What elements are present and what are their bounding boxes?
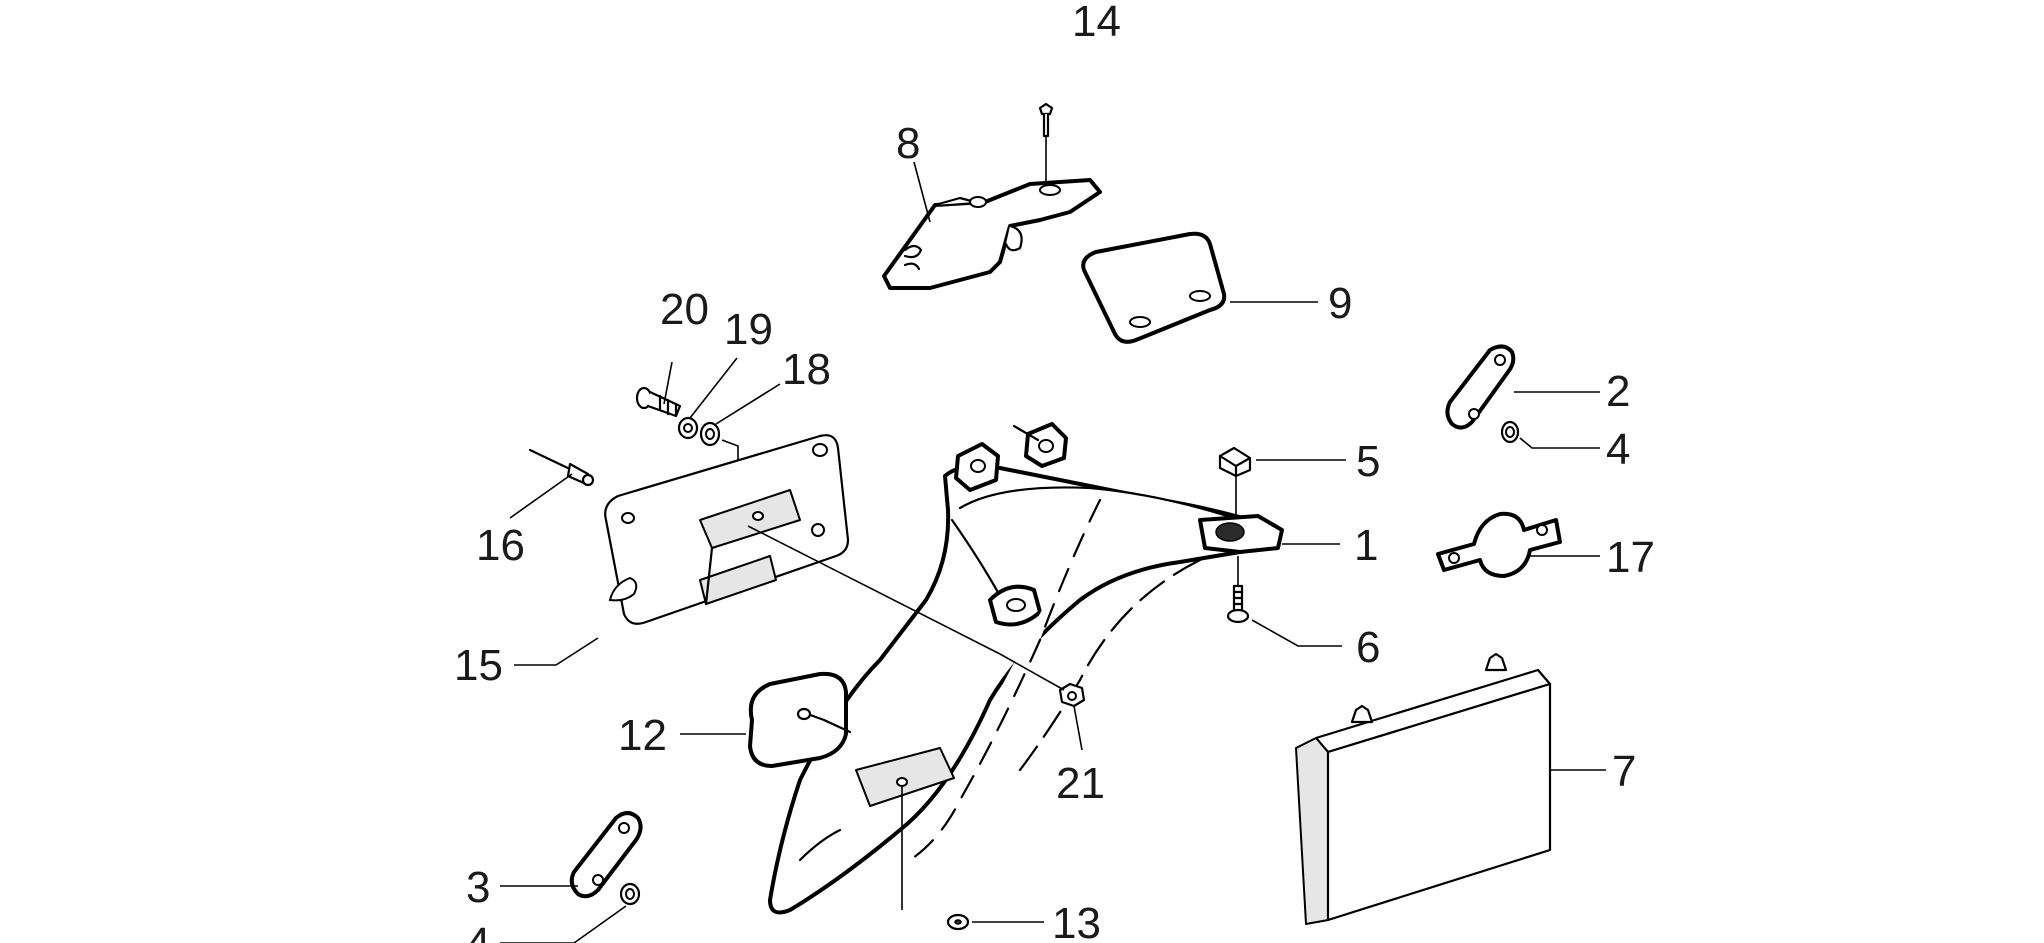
callout-12: 12 [618,711,667,760]
callout-9: 9 [1328,279,1352,328]
callout-15: 15 [454,641,503,690]
callout-6: 6 [1356,623,1380,672]
callout-13: 13 [1052,899,1101,943]
callout-17: 17 [1606,533,1655,582]
part-link-3 [569,811,643,899]
part-plate-holder-15 [604,434,850,625]
callout-7: 7 [1612,747,1636,796]
part-clip-5 [1218,446,1252,518]
callout-2: 2 [1606,367,1630,416]
part-screw-14 [1038,102,1054,190]
part-washer-4-lower [619,882,641,906]
callout-16: 16 [476,521,525,570]
part-screw-6 [1226,556,1250,624]
part-panel-7 [1295,652,1552,925]
callout-19: 19 [724,305,773,354]
callout-14: 14 [1072,0,1121,46]
part-washer-19 [677,416,699,440]
part-reflector-12 [748,671,852,768]
part-bracket-8 [882,178,1102,290]
part-plate-9 [1081,231,1318,344]
part-nut-21 [999,653,1086,751]
callout-21: 21 [1056,759,1105,808]
callout-20: 20 [660,285,709,334]
part-frame-1 [768,422,1284,915]
callout-5: 5 [1356,437,1380,486]
callout-4-upper: 4 [1606,425,1630,474]
part-washer-18 [699,421,721,447]
part-bolt-20 [635,386,682,418]
callout-1: 1 [1354,521,1378,570]
part-pin-16 [528,448,595,487]
part-washer-13 [901,786,970,931]
callout-3: 3 [466,863,490,912]
part-clamp-17 [1436,511,1562,578]
part-link-2 [1445,344,1516,430]
callout-4-lower: 4 [466,919,490,943]
callout-18: 18 [782,345,831,394]
part-washer-4-upper [1500,420,1520,444]
callout-8: 8 [896,119,920,168]
